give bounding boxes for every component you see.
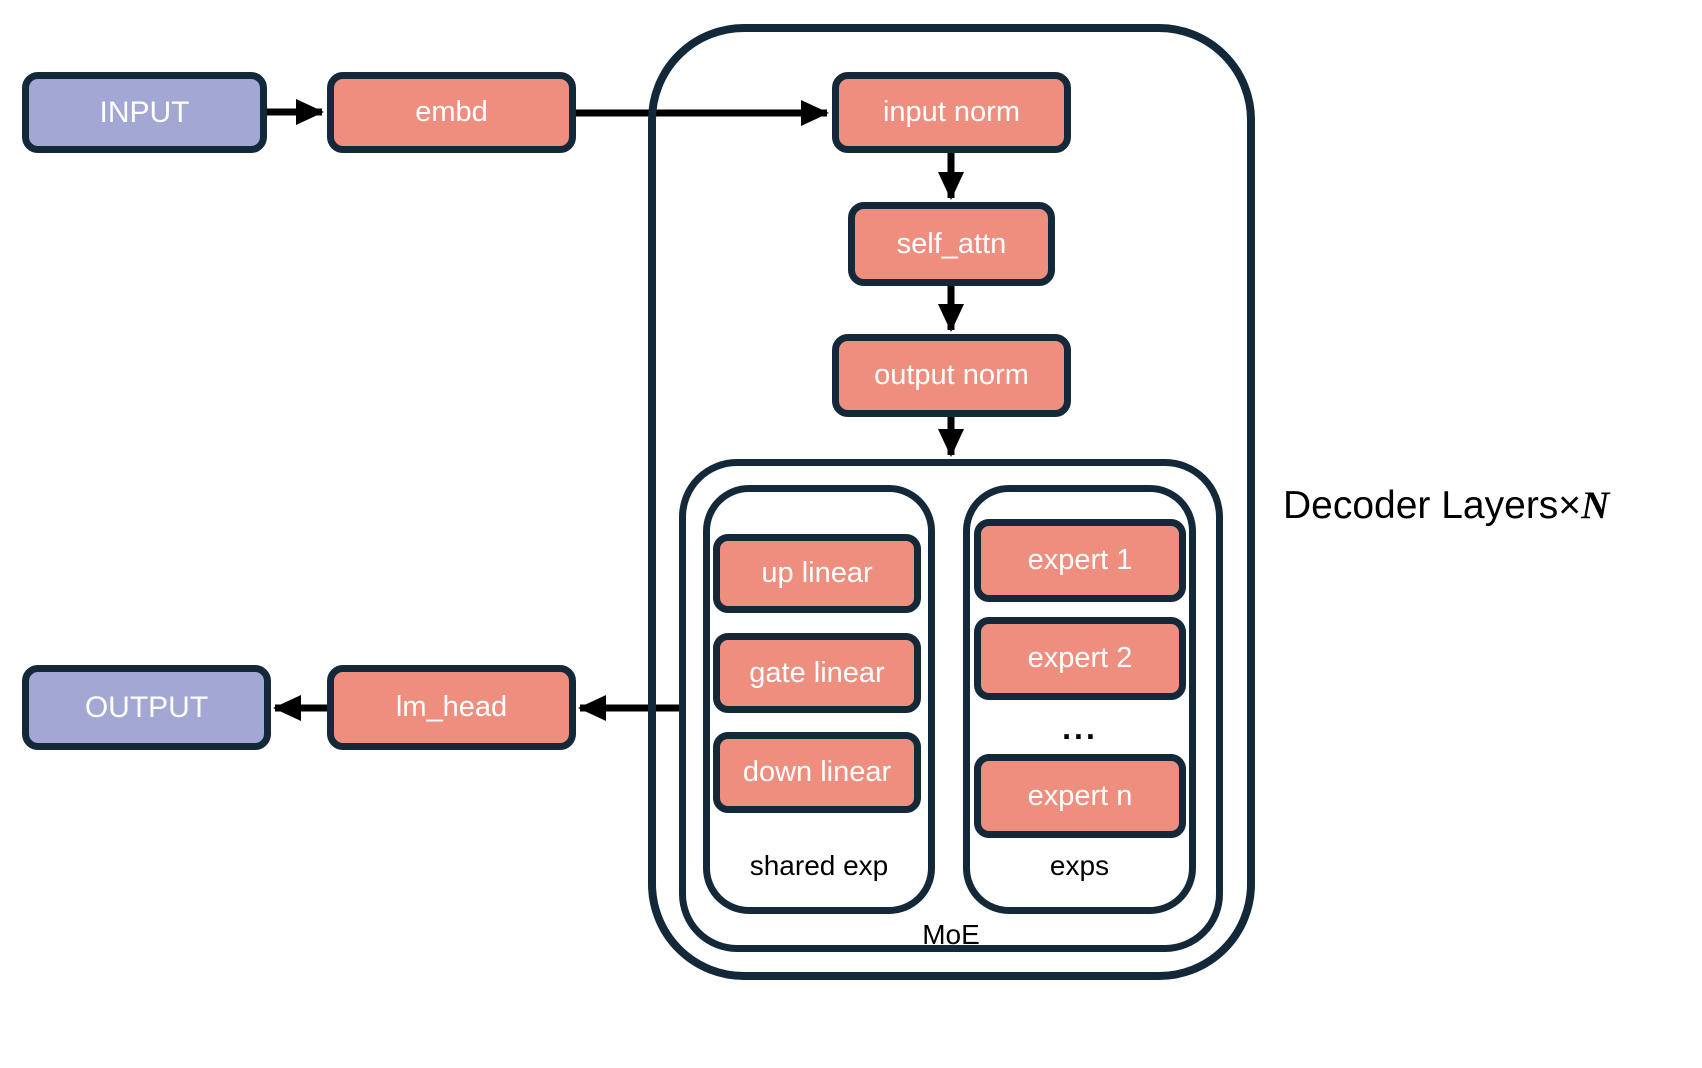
embd-block: embd <box>327 72 576 153</box>
input-norm-block: input norm <box>832 72 1071 153</box>
self-attn-block: self_attn <box>848 202 1055 286</box>
decoder-layers-text: Decoder Layers× <box>1283 484 1582 527</box>
shared-exp-label: shared exp <box>749 850 889 881</box>
expert-1-block: expert 1 <box>974 519 1186 602</box>
output-block: OUTPUT <box>22 665 271 750</box>
experts-container <box>963 485 1196 914</box>
gate-linear-block: gate linear <box>713 633 921 713</box>
decoder-layers-label: Decoder Layers×N <box>1283 483 1609 528</box>
down-linear-block: down linear <box>713 732 921 813</box>
expert-2-block: expert 2 <box>974 617 1186 700</box>
lm-head-block: lm_head <box>327 665 576 750</box>
exps-label: exps <box>1049 850 1110 881</box>
decoder-layers-n-variable: N <box>1581 484 1610 527</box>
shared-expert-container <box>703 485 935 914</box>
experts-ellipsis: ... <box>1062 710 1098 746</box>
up-linear-block: up linear <box>713 534 921 613</box>
expert-n-block: expert n <box>974 754 1186 838</box>
moe-label: MoE <box>922 919 980 950</box>
moe-container <box>679 459 1223 952</box>
output-norm-block: output norm <box>832 334 1071 417</box>
input-block: INPUT <box>22 72 267 153</box>
decoder-layer-container <box>648 24 1255 980</box>
